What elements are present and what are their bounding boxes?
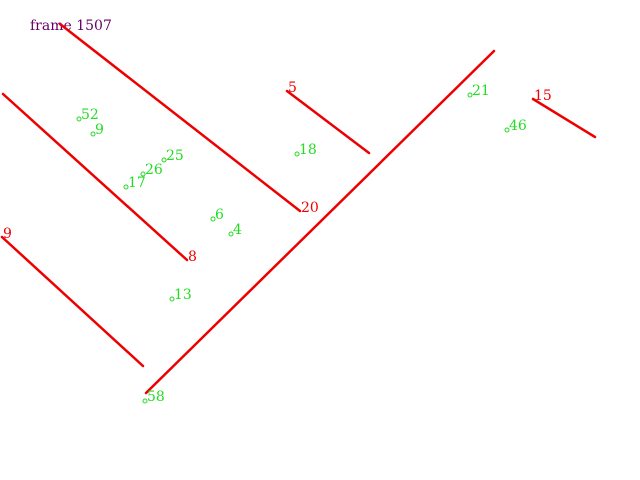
track-point-marker [504,127,510,133]
segment-label: 20 [301,200,319,216]
point-label: 26 [145,162,163,178]
point-label: 13 [174,287,192,303]
segment-label: 8 [188,249,197,265]
track-point-marker [140,171,146,177]
track-point-marker [161,157,167,163]
point-label: 9 [95,122,104,138]
point-label: 18 [299,142,317,158]
track-segment [1,92,189,262]
point-label: 21 [472,83,490,99]
track-segment [531,97,597,139]
segment-label: 9 [3,226,12,242]
frame-counter: frame 1507 [30,18,112,34]
point-label: 6 [215,207,224,223]
point-label: 58 [147,389,165,405]
point-label: 46 [509,118,527,134]
track-point-marker [169,296,175,302]
track-point-marker [294,151,300,157]
segment-label: 15 [534,88,552,104]
track-point-marker [76,116,82,122]
point-label: 25 [166,148,184,164]
track-segment [0,235,145,368]
point-label: 17 [128,175,146,191]
track-point-marker [123,184,129,190]
track-point-marker [228,231,234,237]
segment-layer: 8 20 9 5 15 [0,22,597,395]
point-label: 4 [233,222,242,238]
point-label: 52 [81,107,99,123]
segment-label: 5 [288,80,297,96]
track-segment [58,22,302,213]
track-segment [144,49,496,395]
track-point-marker [90,131,96,137]
track-point-marker [467,92,473,98]
track-segment [285,89,371,155]
track-point-marker [210,216,216,222]
track-point-marker [142,398,148,404]
